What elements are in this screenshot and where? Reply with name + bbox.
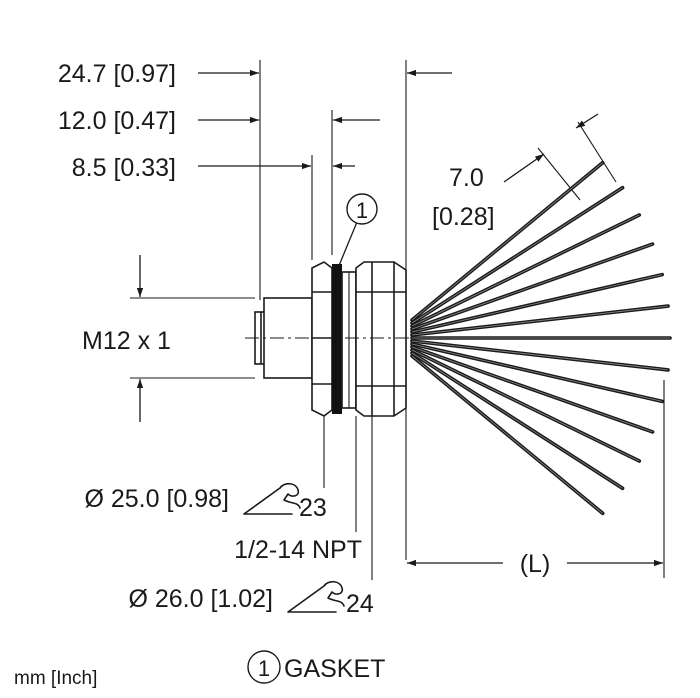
extension-lines xyxy=(130,60,665,580)
wire-bundle xyxy=(410,160,672,516)
dim-front-nut-diameter: Ø 25.0 [0.98] xyxy=(84,485,229,513)
dim-cable-length: (L) xyxy=(520,550,551,578)
wire-highlight xyxy=(411,162,603,321)
wire-highlight xyxy=(411,243,653,330)
legend-number: 1 xyxy=(258,656,270,681)
dim-front-nut-wrench: 23 xyxy=(299,494,327,522)
dim-thread-length: 12.0 [0.47] xyxy=(58,107,176,135)
wire-highlight xyxy=(411,343,663,402)
rear-hex-nut xyxy=(355,261,407,417)
wire-highlight xyxy=(411,187,623,324)
wire-highlight xyxy=(411,340,669,371)
legend-label: GASKET xyxy=(284,655,385,683)
front-hex-nut xyxy=(311,261,333,417)
dim-rear-nut-wrench: 24 xyxy=(346,590,374,618)
dim-npt-thread: 1/2-14 NPT xyxy=(234,536,362,564)
dim-thread-size: M12 x 1 xyxy=(82,327,171,355)
dim-front-length: 8.5 [0.33] xyxy=(72,154,176,182)
dim-wire-spacing-in: [0.28] xyxy=(432,203,495,231)
wire-highlight xyxy=(411,214,640,327)
dimension-arrows xyxy=(136,69,663,567)
gasket-legend: 1 GASKET xyxy=(247,650,385,684)
connector-body xyxy=(245,261,420,417)
gasket xyxy=(332,264,342,414)
dim-wire-spacing-mm: 7.0 xyxy=(449,164,484,192)
wire-highlight xyxy=(411,352,623,489)
callout-number: 1 xyxy=(356,198,368,223)
wire-highlight xyxy=(411,274,663,333)
wire-highlight xyxy=(411,346,653,433)
wire-highlight xyxy=(411,305,669,336)
units-note: mm [Inch] xyxy=(14,668,97,689)
dim-rear-nut-diameter: Ø 26.0 [1.02] xyxy=(128,585,273,613)
wire-highlight xyxy=(411,349,640,462)
wrench-icon xyxy=(243,482,301,515)
callout-bubble-1: 1 xyxy=(346,193,378,225)
wrench-icon xyxy=(287,580,345,613)
dim-total-length: 24.7 [0.97] xyxy=(58,60,176,88)
wire-highlight xyxy=(411,355,603,514)
